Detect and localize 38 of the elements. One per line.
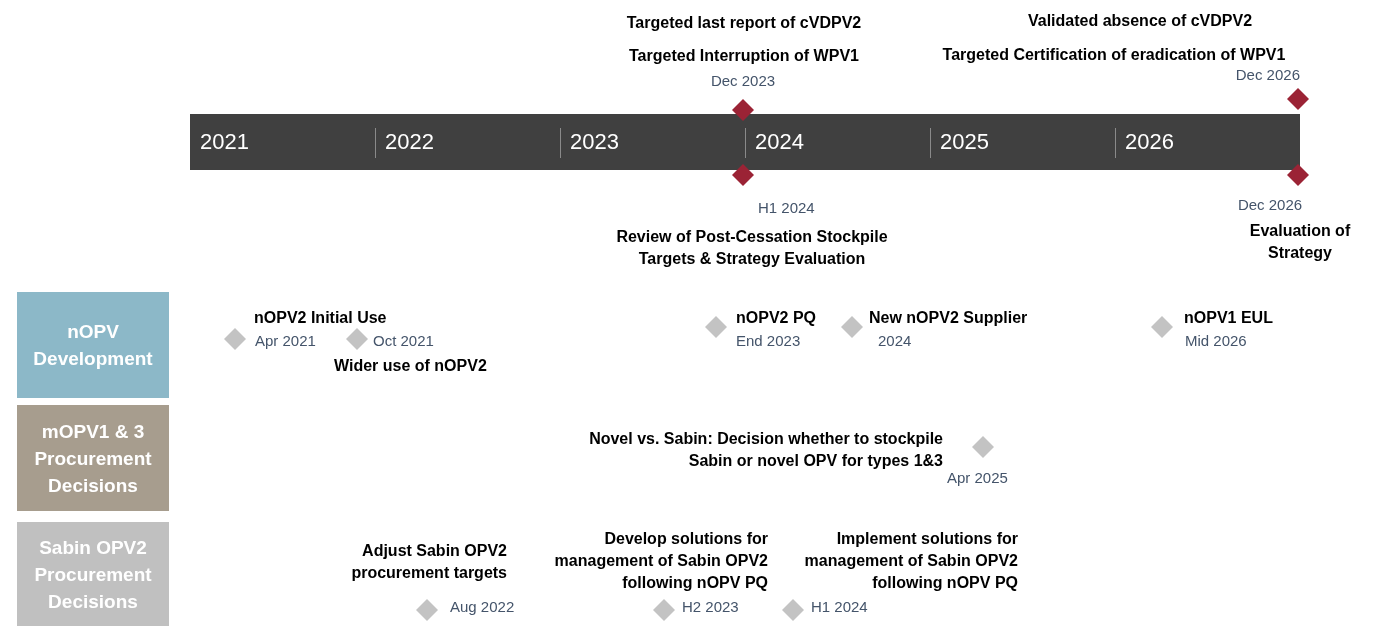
milestone-label: Novel vs. Sabin: Decision whether to stockpile Sabin or novel OPV for types 1&3 — [588, 429, 943, 471]
year-label: 2021 — [200, 128, 249, 156]
row-header: mOPV1 & 3 Procurement Decisions — [17, 405, 169, 511]
milestone-label: Develop solutions for management of Sabin OPV2 following nOPV PQ — [553, 529, 768, 593]
milestone-label: Validated absence of cVDPV2 — [1026, 11, 1254, 31]
year-label: 2023 — [570, 128, 619, 156]
milestone-label: nOPV2 PQ — [736, 308, 818, 328]
milestone-label: nOPV1 EUL — [1184, 308, 1274, 328]
row-header: Sabin OPV2 Procurement Decisions — [17, 522, 169, 626]
milestone-label: Adjust Sabin OPV2 procurement targets — [350, 541, 507, 583]
milestone-label: Implement solutions for management of Sabin OPV2 following nOPV PQ — [803, 529, 1018, 593]
milestone-date: H1 2024 — [758, 199, 816, 217]
row-header: nOPV Development — [17, 292, 169, 398]
milestone-date: H2 2023 — [682, 598, 740, 616]
timeline-bar — [190, 114, 1300, 170]
milestone-label: Wider use of nOPV2 — [334, 356, 488, 376]
milestone-label: Review of Post-Cessation Stockpile Targets & Strategy Evaluation — [615, 227, 889, 269]
milestone-date: Apr 2025 — [947, 469, 1009, 487]
milestone-date: Dec 2023 — [709, 72, 777, 90]
year-label: 2025 — [940, 128, 989, 156]
milestone-date: Oct 2021 — [373, 332, 435, 350]
milestone-date: Mid 2026 — [1185, 332, 1248, 350]
milestone-date: 2024 — [878, 332, 913, 350]
milestone-date: Aug 2022 — [450, 598, 516, 616]
milestone-label: nOPV2 Initial Use — [254, 308, 388, 328]
milestone-date: Dec 2026 — [1234, 66, 1300, 84]
milestone-label: Targeted Interruption of WPV1 — [628, 46, 860, 66]
year-label: 2024 — [755, 128, 804, 156]
milestone-date: Dec 2026 — [1236, 196, 1304, 214]
milestone-label: Targeted last report of cVDPV2 — [625, 13, 863, 33]
milestone-label: Targeted Certification of eradication of WPV1 — [941, 45, 1287, 65]
milestone-date: Apr 2021 — [255, 332, 317, 350]
year-label: 2026 — [1125, 128, 1174, 156]
milestone-date: H1 2024 — [811, 598, 869, 616]
year-label: 2022 — [385, 128, 434, 156]
milestone-label: Evaluation of Strategy — [1248, 221, 1352, 263]
milestone-label: New nOPV2 Supplier — [869, 308, 1029, 328]
milestone-date: End 2023 — [736, 332, 802, 350]
